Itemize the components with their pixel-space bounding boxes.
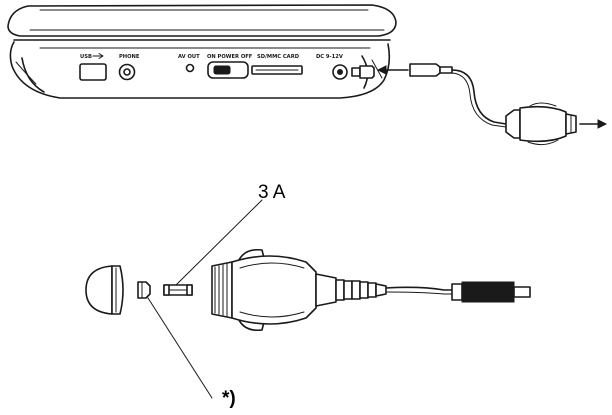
outlet-arrow-head bbox=[597, 119, 608, 129]
fuse-leader-line bbox=[175, 199, 263, 286]
usb-port bbox=[79, 63, 107, 81]
end-plug-body bbox=[461, 281, 515, 303]
adapter-body bbox=[519, 105, 567, 143]
exploded-adapter bbox=[85, 248, 531, 332]
phone-jack-inner bbox=[123, 68, 131, 76]
usb-icon bbox=[92, 53, 104, 59]
phone-label: PHONE bbox=[119, 54, 140, 60]
fuse-end-right bbox=[186, 284, 193, 296]
end-cap-rim bbox=[111, 265, 124, 315]
exploded-cable-lower bbox=[385, 291, 453, 295]
top-power-cable bbox=[351, 63, 608, 146]
fuse-end-left bbox=[163, 284, 170, 296]
adapter-bottom-contour bbox=[527, 139, 559, 146]
power-label: ON POWER OFF bbox=[207, 54, 253, 60]
fuse-rating-label: 3 A bbox=[258, 182, 286, 203]
right-foot-detail bbox=[371, 59, 383, 79]
cable-wire-shadow bbox=[451, 72, 507, 128]
power-switch-knob bbox=[213, 65, 231, 75]
dc-label: DC 9-12V bbox=[316, 54, 343, 60]
exploded-cable bbox=[385, 286, 453, 291]
thread-lines bbox=[214, 263, 228, 317]
cable-wire bbox=[451, 69, 507, 125]
end-cap-dome bbox=[85, 265, 113, 315]
cable-plug-body bbox=[409, 63, 441, 77]
player-base bbox=[9, 41, 391, 99]
av-out-jack bbox=[185, 63, 195, 73]
end-plug-tip bbox=[513, 286, 531, 298]
adapter-grip bbox=[315, 273, 337, 307]
av-out-label: AV OUT bbox=[178, 54, 200, 60]
strain-relief bbox=[375, 283, 387, 297]
collar-ring-4 bbox=[359, 281, 369, 299]
collar-ring-5 bbox=[367, 282, 377, 298]
adapter-top-contour bbox=[529, 102, 557, 107]
note-marker-label: *) bbox=[222, 388, 236, 409]
adapter-neck bbox=[505, 109, 521, 139]
cable-plug-strain bbox=[439, 66, 453, 74]
barrel-lower-contour bbox=[239, 311, 305, 318]
dc-in-jack-pin bbox=[337, 69, 343, 75]
end-plug-collar bbox=[451, 283, 463, 301]
collar-ring-3 bbox=[351, 280, 361, 300]
left-foot bbox=[21, 57, 45, 93]
adapter-barrel bbox=[231, 255, 317, 325]
card-label: SD/MMC CARD bbox=[257, 54, 300, 60]
left-foot-detail bbox=[15, 61, 37, 85]
collar-ring-1 bbox=[335, 279, 345, 301]
player-lid bbox=[7, 4, 397, 37]
barrel-plug-tip bbox=[351, 67, 361, 77]
dvd-player: USB PHONE AV OUT ON POWER OFF SD/MMC CAR… bbox=[7, 4, 397, 99]
barrel-highlight bbox=[239, 262, 305, 269]
collar-ring-2 bbox=[343, 280, 353, 300]
usb-label: USB bbox=[80, 54, 92, 60]
contact-tip bbox=[137, 281, 151, 299]
insert-arrow-head bbox=[376, 65, 387, 75]
note-leader-line bbox=[147, 297, 213, 399]
barrel-plug-sleeve bbox=[359, 65, 375, 79]
